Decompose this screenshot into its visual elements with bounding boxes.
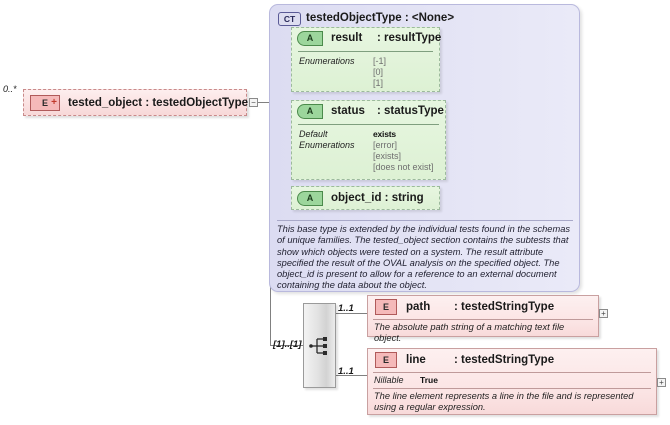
sequence-compositor[interactable]: [303, 303, 336, 388]
attribute-result-facet-key: Enumerations: [299, 56, 355, 66]
element-line-header: E line : testedStringType: [368, 349, 656, 371]
complextype-badge-letters: CT: [283, 14, 296, 24]
element-badge-icon: E +: [30, 94, 60, 111]
element-path-divider: [373, 319, 593, 320]
sequence-icon: [309, 337, 327, 355]
element-badge-letter: E: [41, 97, 48, 108]
attribute-status[interactable]: A status : statusType Default exists Enu…: [291, 100, 446, 180]
element-tested-object-label: tested_object : testedObjectType: [68, 96, 248, 109]
attribute-result-enum-2: [1]: [373, 78, 384, 88]
occurrence-path: 1..1: [338, 303, 354, 314]
element-line-divider-top: [373, 372, 651, 373]
complextype-badge-icon: CT: [278, 12, 301, 26]
element-line-name: line: [406, 354, 426, 366]
attribute-badge-letter: A: [306, 193, 314, 203]
attribute-object-id-name: object_id : string: [331, 192, 424, 204]
complextype-title: testedObjectType : <None>: [306, 12, 455, 24]
attribute-status-enum-2: [does not exist]: [373, 162, 434, 172]
attribute-object-id[interactable]: A object_id : string: [291, 186, 440, 210]
element-line-facet-value: True: [420, 375, 438, 385]
attribute-status-header: A status : statusType: [292, 101, 445, 121]
attribute-badge-icon: A: [297, 103, 323, 119]
attribute-status-name: status: [331, 105, 365, 117]
attribute-status-divider: [298, 124, 439, 125]
connector-trunk-to-sequence: [270, 345, 303, 346]
element-badge-icon: E: [375, 299, 397, 315]
element-path[interactable]: E path : testedStringType The absolute p…: [367, 295, 599, 343]
attribute-result-name: result: [331, 32, 363, 44]
attribute-status-enum-key: Enumerations: [299, 140, 355, 150]
plus-icon: +: [659, 378, 664, 387]
connector-sequence-to-line: [336, 375, 367, 376]
attribute-status-enum-1: [exists]: [373, 151, 402, 161]
attribute-status-type: : statusType: [377, 105, 444, 117]
occurrence-line: 1..1: [338, 366, 354, 377]
element-line-facet-key: Nillable: [374, 375, 404, 385]
minus-icon: −: [251, 98, 256, 107]
attribute-result-enum-0: [-1]: [373, 56, 387, 66]
attribute-status-default-value: exists: [373, 129, 396, 139]
attribute-status-default-key: Default: [299, 129, 328, 139]
element-badge-letter: E: [382, 302, 389, 312]
expand-toggle-path[interactable]: +: [599, 309, 608, 318]
element-line-documentation: The line element represents a line in th…: [374, 391, 634, 413]
connector-root-out: [256, 102, 270, 103]
element-tested-object[interactable]: E + tested_object : testedObjectType: [23, 89, 248, 116]
attribute-badge-icon: A: [297, 30, 323, 46]
element-path-documentation: The absolute path string of a matching t…: [374, 322, 565, 344]
element-line-type: : testedStringType: [454, 354, 555, 366]
collapse-toggle-tested-object[interactable]: −: [249, 98, 258, 107]
attribute-badge-letter: A: [306, 33, 314, 43]
element-badge-letter: E: [382, 355, 389, 365]
complextype-documentation: This base type is extended by the indivi…: [277, 224, 571, 291]
attribute-object-id-header: A object_id : string: [292, 187, 439, 209]
element-path-header: E path : testedStringType: [368, 296, 598, 318]
element-path-type: : testedStringType: [454, 301, 555, 313]
element-badge-plus-icon: +: [51, 96, 57, 108]
occurrence-sequence: [1]..[1]: [273, 339, 302, 350]
expand-toggle-line[interactable]: +: [657, 378, 666, 387]
complextype-doc-divider: [277, 220, 573, 221]
element-line[interactable]: E line : testedStringType Nillable True …: [367, 348, 657, 415]
element-path-name: path: [406, 301, 431, 313]
attribute-result-header: A result : resultType: [292, 28, 442, 48]
attribute-result-type: : resultType: [377, 32, 442, 44]
element-line-divider-bottom: [373, 388, 651, 389]
occurrence-tested-object: 0..*: [3, 84, 17, 94]
attribute-badge-letter: A: [306, 106, 314, 116]
attribute-badge-icon: A: [297, 190, 323, 206]
attribute-status-enum-0: [error]: [373, 140, 398, 150]
connector-sequence-to-path: [336, 313, 367, 314]
attribute-result-divider: [298, 51, 433, 52]
attribute-result[interactable]: A result : resultType Enumerations [-1] …: [291, 27, 442, 92]
plus-icon: +: [601, 309, 606, 318]
element-badge-icon: E: [375, 352, 397, 368]
element-tested-object-fill: [24, 90, 246, 115]
attribute-result-enum-1: [0]: [373, 67, 384, 77]
